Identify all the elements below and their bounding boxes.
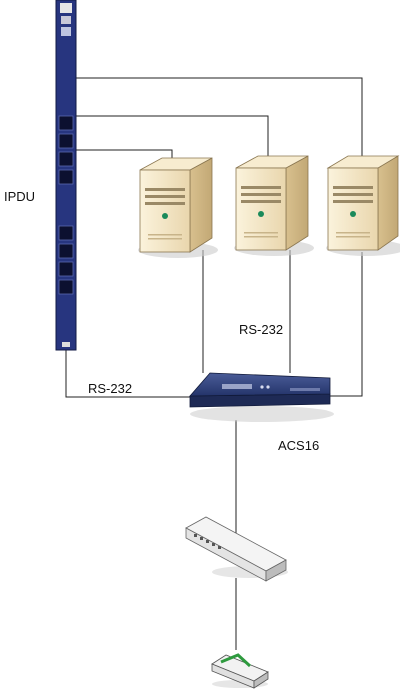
acs16-label: ACS16	[278, 438, 320, 453]
pdu-display-lower	[61, 16, 71, 24]
server-3	[326, 155, 400, 256]
router-device	[211, 653, 269, 689]
server-power-led	[350, 211, 356, 217]
server-tower-icon	[327, 167, 379, 251]
switch-port	[218, 546, 221, 549]
wire-pdu-server-3	[76, 77, 363, 160]
server-1	[138, 157, 218, 258]
switch-port	[200, 537, 203, 540]
pdu-display	[60, 3, 72, 13]
server-drive-bay	[241, 200, 281, 203]
acs-front-panel	[222, 384, 252, 389]
wires	[65, 77, 363, 650]
server-drive-bay	[241, 193, 281, 196]
wire-server3-acs	[330, 252, 363, 397]
server-drive-bay	[145, 188, 185, 191]
switch-device	[185, 516, 288, 582]
acs-brand-strip	[290, 388, 320, 391]
wire-pdu-server-2	[76, 115, 269, 160]
switch-side	[265, 559, 287, 582]
pdu-outlet	[58, 169, 74, 185]
acs-shadow	[190, 406, 334, 422]
acs-device	[189, 372, 334, 422]
server-vent	[244, 232, 278, 234]
server-vent	[148, 238, 182, 240]
router-side	[253, 671, 269, 689]
server-tower-icon	[235, 167, 287, 251]
pdu-outlets	[58, 115, 74, 295]
rs232-upper-label: RS-232	[239, 322, 284, 337]
pdu-outlet	[58, 225, 74, 241]
console-server-icon	[189, 372, 331, 397]
switch-port	[206, 540, 209, 543]
server-drive-bay	[145, 195, 185, 198]
server-2	[234, 155, 314, 256]
pdu-outlet	[58, 133, 74, 149]
pdu-display-readout	[61, 27, 71, 36]
router-green-stripe	[220, 653, 252, 668]
server-vent	[148, 234, 182, 236]
server-power-led	[162, 213, 168, 219]
server-power-led	[258, 211, 264, 217]
server-drive-bay	[333, 186, 373, 189]
server-vent	[336, 232, 370, 234]
ipdu-label: IPDU	[4, 189, 36, 204]
server-vent	[244, 236, 278, 238]
server-side	[285, 155, 309, 251]
pdu-outlet	[58, 279, 74, 295]
server-vent	[336, 236, 370, 238]
server-tower-icon	[139, 169, 191, 253]
server-side	[189, 157, 213, 253]
switch-port	[194, 534, 197, 537]
rs232-lower-label: RS-232	[88, 381, 133, 396]
pdu-device	[55, 0, 77, 351]
pdu-outlet	[58, 261, 74, 277]
wire-pdu-acs-rs232	[65, 348, 192, 398]
pdu-outlet	[58, 243, 74, 259]
server-drive-bay	[333, 193, 373, 196]
acs-status-led	[260, 385, 264, 389]
acs-status-led	[266, 385, 270, 389]
server-drive-bay	[333, 200, 373, 203]
pdu-outlet	[58, 151, 74, 167]
server-side	[377, 155, 399, 251]
pdu-outlet	[58, 115, 74, 131]
switch-ports	[194, 534, 221, 549]
server-drive-bay	[145, 202, 185, 205]
pdu-serial-port	[62, 342, 70, 347]
server-drive-bay	[241, 186, 281, 189]
switch-port	[212, 543, 215, 546]
